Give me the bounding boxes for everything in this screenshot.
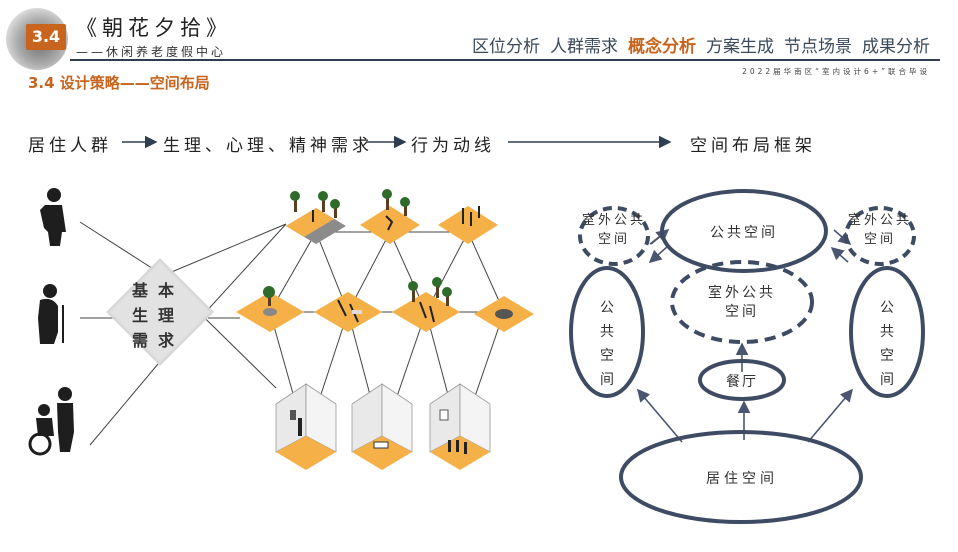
- tile-outdoor-3: [438, 206, 498, 244]
- room-dining-2: [429, 383, 491, 470]
- layout-circles: [569, 189, 925, 524]
- header-divider: [70, 59, 940, 61]
- flow-step-movement: 行为动线: [411, 136, 495, 156]
- room-study: [275, 383, 337, 470]
- brand-subtitle: ——休闲养老度假中心: [76, 45, 227, 59]
- elderly-standing-icon: [40, 188, 66, 246]
- room-dining-1: [351, 383, 413, 470]
- flow-step-residents: 居住人群: [28, 136, 112, 156]
- flow-step-layout: 空间布局框架: [690, 136, 816, 156]
- label-public-left: 公共空间: [600, 300, 614, 388]
- label-outdoor-right: 室外公共空间: [847, 213, 912, 247]
- label-living: 居住空间: [706, 471, 778, 487]
- tile-outdoor-2: [360, 189, 420, 244]
- needs-node-label: 基本生理需求: [131, 281, 184, 350]
- tile-garden-1: [236, 286, 304, 332]
- elderly-cane-icon: [38, 284, 64, 344]
- section-number: 3.4: [26, 24, 66, 50]
- nav-item-scheme[interactable]: 方案生成: [706, 37, 774, 57]
- label-public-top: 公共空间: [710, 225, 778, 241]
- needs-node: [106, 258, 214, 366]
- nav-item-location[interactable]: 区位分析: [472, 37, 540, 57]
- brand-title: 《朝花夕拾》: [76, 16, 232, 40]
- nav-item-concept[interactable]: 概念分析: [628, 37, 696, 57]
- tile-garden-3: [392, 277, 460, 332]
- nav-item-results[interactable]: 成果分析: [862, 37, 930, 57]
- nav-item-scenes[interactable]: 节点场景: [784, 37, 852, 57]
- label-dining: 餐厅: [726, 374, 758, 390]
- tile-outdoor-1: [286, 191, 346, 244]
- tile-garden-2: [314, 292, 382, 332]
- label-outdoor-center: 室外公共空间: [708, 285, 776, 320]
- layout-arrows: [636, 228, 854, 443]
- label-outdoor-left: 室外公共空间: [581, 213, 646, 247]
- flow-step-needs: 生理、心理、精神需求: [163, 136, 373, 156]
- nav-item-people[interactable]: 人群需求: [550, 37, 618, 57]
- label-public-right: 公共空间: [880, 300, 894, 388]
- section-title: 3.4 设计策略——空间布局: [28, 74, 210, 92]
- wheelchair-caregiver-icon: [28, 387, 74, 456]
- tile-garden-4: [474, 296, 534, 332]
- top-nav: 区位分析 人群需求 概念分析 方案生成 节点场景 成果分析: [472, 32, 930, 57]
- header-note: 2022届华南区“室内设计6+”联合毕设: [742, 67, 930, 76]
